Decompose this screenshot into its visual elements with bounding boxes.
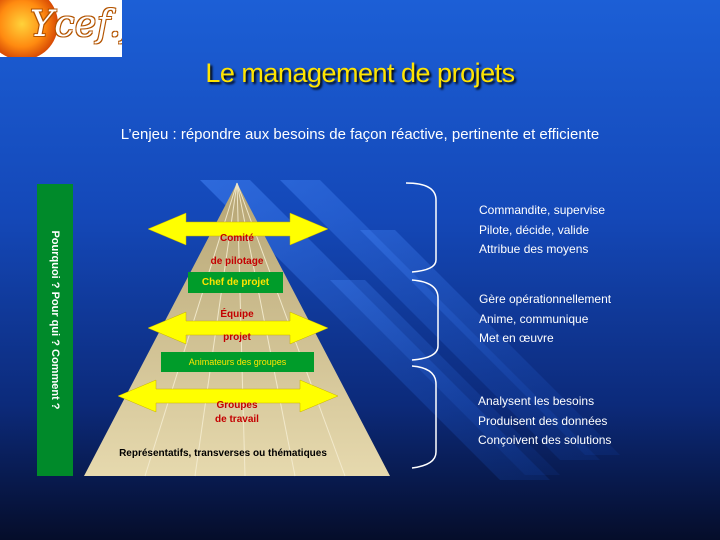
sun-icon xyxy=(0,0,58,57)
level3-label-1: Groupes xyxy=(216,400,258,411)
brace-3 xyxy=(411,365,437,469)
page-subtitle: L’enjeu : répondre aux besoins de façon … xyxy=(120,126,600,143)
level1-label-1: Comité xyxy=(220,233,254,244)
right-group-3-line-3: Conçoivent des solutions xyxy=(478,433,612,447)
level3-label-2: de travail xyxy=(215,414,259,425)
right-group-2-line-3: Met en œuvre xyxy=(479,331,554,345)
right-group-1-line-1: Commandite, supervise xyxy=(479,203,606,217)
level1-label-2: de pilotage xyxy=(210,256,264,267)
logo-text: Ycef.fr xyxy=(30,4,122,45)
brace-2 xyxy=(411,279,439,361)
arrow-level-1 xyxy=(147,212,329,246)
animateurs-box: Animateurs des groupes xyxy=(161,352,314,372)
right-group-3-line-1: Analysent les besoins xyxy=(478,394,595,408)
right-group-1-line-2: Pilote, décide, valide xyxy=(479,222,590,237)
right-group-1: Commandite, supervise Pilote, décide, va… xyxy=(479,201,605,260)
level2-label-1: Équipe xyxy=(220,309,254,320)
arrow-level-2 xyxy=(147,311,329,345)
page-title: Le management de projets xyxy=(205,58,515,88)
left-question-bar: Pourquoi ? Pour qui ? Comment ? xyxy=(37,184,73,476)
logo: Ycef.fr xyxy=(0,0,122,57)
right-group-3: Analysent les besoins Produisent des don… xyxy=(478,392,611,451)
braces xyxy=(405,182,439,469)
right-group-1-line-3: Attribue des moyens xyxy=(479,242,589,256)
right-group-2-line-2: Anime, communique xyxy=(479,311,589,326)
brace-1 xyxy=(405,182,437,273)
level2-label-2: projet xyxy=(223,332,251,343)
base-label: Représentatifs, transverses ou thématiqu… xyxy=(119,448,327,459)
right-group-3-line-2: Produisent des données xyxy=(478,413,608,428)
right-group-2-line-1: Gère opérationnellement xyxy=(479,292,612,306)
arrow-level-3 xyxy=(117,379,339,413)
background-stripes xyxy=(200,180,620,480)
right-group-2: Gère opérationnellement Anime, communiqu… xyxy=(479,290,611,349)
chef-de-projet-box: Chef de projet xyxy=(188,272,283,293)
